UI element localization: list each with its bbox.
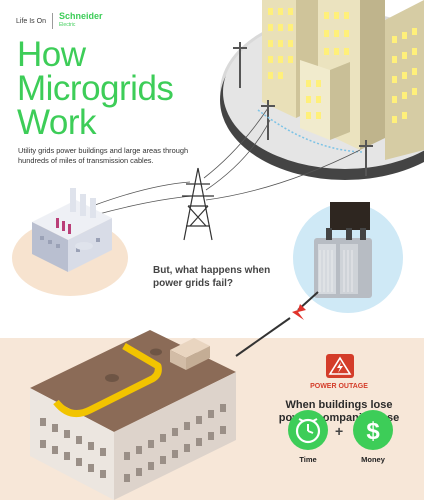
intro-text: Utility grids power buildings and large … — [18, 146, 189, 165]
dollar-icon: $ — [366, 418, 380, 445]
brand-tagline: Life Is On — [16, 17, 46, 25]
broken-cable — [235, 291, 319, 357]
pylon-illustration — [182, 167, 214, 241]
svg-text:$: $ — [366, 418, 380, 445]
title-line-1: How — [17, 35, 86, 74]
time-loss-badge — [288, 410, 328, 450]
power-plant-illustration — [12, 188, 128, 296]
money-loss-badge: $ — [353, 410, 393, 450]
lightning-icon — [337, 362, 343, 373]
brand-name: Schneider Electric — [59, 12, 103, 30]
page-title: How Microgrids Work — [17, 35, 174, 142]
title-line-3: Work — [17, 103, 97, 142]
outage-label: POWER OUTAGE — [310, 383, 368, 390]
money-label: Money — [361, 455, 385, 464]
question-text: But, what happens when power grids fail? — [153, 265, 271, 289]
plus-sign: + — [335, 423, 344, 439]
title-line-2: Microgrids — [17, 69, 174, 108]
transmission-cables — [94, 107, 361, 216]
clock-icon — [295, 418, 321, 444]
warning-icon — [326, 354, 354, 378]
office-building-illustration — [30, 330, 236, 500]
brand-logo: Life Is On Schneider Electric — [16, 12, 102, 30]
logo-divider — [51, 13, 53, 29]
transformer-illustration — [293, 202, 403, 313]
brand-name-text: Schneider — [58, 11, 103, 21]
city-illustration — [220, 0, 424, 180]
time-label: Time — [299, 455, 317, 464]
brand-sub: Electric — [58, 22, 76, 28]
spark-icon — [292, 304, 306, 320]
